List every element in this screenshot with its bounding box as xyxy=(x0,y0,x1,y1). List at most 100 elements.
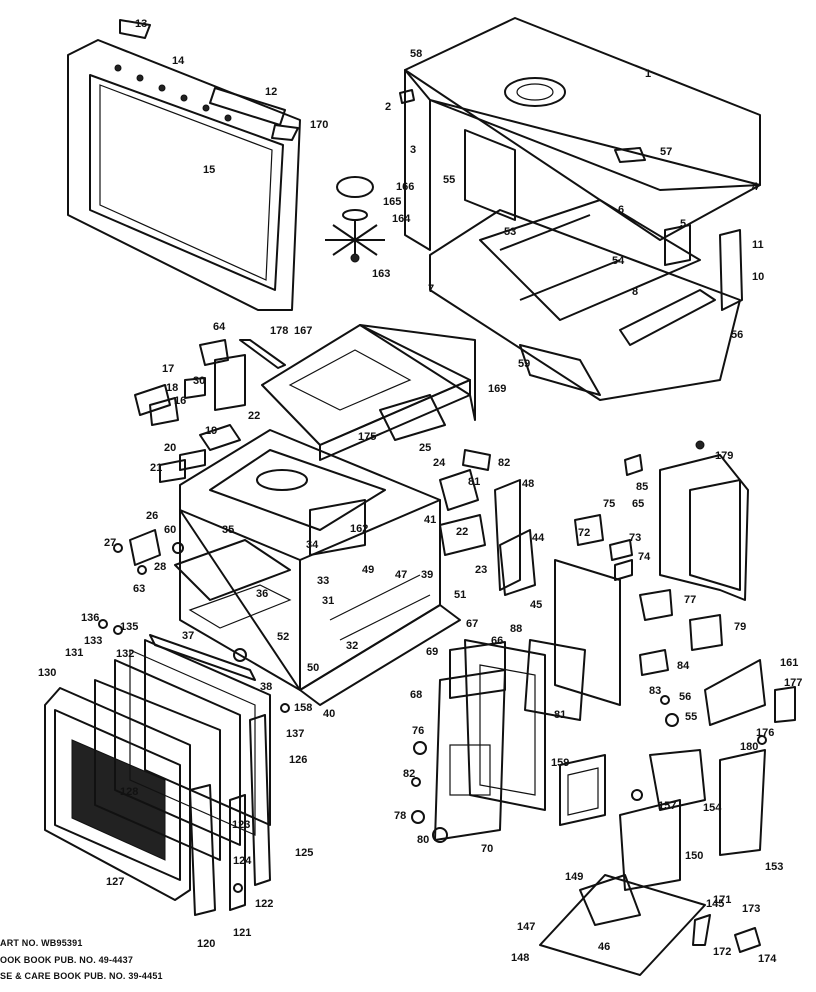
callout-20: 20 xyxy=(164,442,176,454)
callout-82: 82 xyxy=(403,768,415,780)
callout-124: 124 xyxy=(233,855,252,867)
callout-30: 30 xyxy=(193,375,205,387)
callout-165: 165 xyxy=(383,196,401,208)
callout-176: 176 xyxy=(756,727,774,739)
callout-157: 157 xyxy=(658,800,676,812)
callout-67: 67 xyxy=(466,618,478,630)
callout-55: 55 xyxy=(685,711,697,723)
callout-121: 121 xyxy=(233,927,251,939)
callout-126: 126 xyxy=(289,754,307,766)
callout-51: 51 xyxy=(454,589,466,601)
front-frame xyxy=(67,19,301,311)
callout-131: 131 xyxy=(65,647,83,659)
callout-161: 161 xyxy=(780,657,798,669)
callout-33: 33 xyxy=(317,575,329,587)
oven-cavity xyxy=(174,429,461,706)
callout-80: 80 xyxy=(417,834,429,846)
callout-65: 65 xyxy=(632,498,644,510)
callout-173: 173 xyxy=(742,903,760,915)
callout-50: 50 xyxy=(307,662,319,674)
callout-76: 76 xyxy=(412,725,424,737)
callout-labels: 1314121701558123555741661651641636535115… xyxy=(38,18,802,965)
callout-60: 60 xyxy=(164,524,176,536)
callout-158: 158 xyxy=(294,702,312,714)
callout-19: 19 xyxy=(205,425,217,437)
callout-127: 127 xyxy=(106,876,124,888)
callout-125: 125 xyxy=(295,847,313,859)
fan-assembly xyxy=(325,176,385,263)
callout-147: 147 xyxy=(517,921,535,933)
callout-46: 46 xyxy=(598,941,610,953)
callout-49: 49 xyxy=(362,564,374,576)
callout-34: 34 xyxy=(306,539,319,551)
outer-case xyxy=(399,17,761,401)
callout-164: 164 xyxy=(392,213,411,225)
callout-4: 4 xyxy=(752,181,759,193)
door-assembly xyxy=(44,619,290,916)
callout-180: 180 xyxy=(740,741,758,753)
callout-40: 40 xyxy=(323,708,335,720)
callout-59: 59 xyxy=(518,358,530,370)
callout-159: 159 xyxy=(551,757,569,769)
callout-38: 38 xyxy=(260,681,272,693)
callout-145: 145 xyxy=(706,898,724,910)
callout-28: 28 xyxy=(154,561,166,573)
callout-68: 68 xyxy=(410,689,422,701)
callout-136: 136 xyxy=(81,612,99,624)
callout-163: 163 xyxy=(372,268,390,280)
callout-133: 133 xyxy=(84,635,102,647)
callout-58: 58 xyxy=(410,48,422,60)
callout-17: 17 xyxy=(162,363,174,375)
callout-88: 88 xyxy=(510,623,522,635)
callout-56: 56 xyxy=(679,691,691,703)
callout-22: 22 xyxy=(248,410,260,422)
callout-55: 55 xyxy=(443,174,455,186)
callout-1: 1 xyxy=(645,68,651,80)
callout-53: 53 xyxy=(504,226,516,238)
electronics-right xyxy=(439,440,796,727)
callout-82: 82 xyxy=(498,457,510,469)
callout-24: 24 xyxy=(433,457,446,469)
callout-25: 25 xyxy=(419,442,431,454)
callout-41: 41 xyxy=(424,514,436,526)
callout-137: 137 xyxy=(286,728,304,740)
callout-69: 69 xyxy=(426,646,438,658)
callout-171: 171 xyxy=(713,894,731,906)
callout-120: 120 xyxy=(197,938,215,950)
callout-31: 31 xyxy=(322,595,334,607)
callout-12: 12 xyxy=(265,86,277,98)
callout-85: 85 xyxy=(636,481,648,493)
callout-179: 179 xyxy=(715,450,733,462)
control-panel xyxy=(411,639,546,843)
footer-use-care-pub: SE & CARE BOOK PUB. NO. 39-4451 xyxy=(0,971,163,981)
callout-78: 78 xyxy=(394,810,406,822)
callout-36: 36 xyxy=(256,588,268,600)
callout-81: 81 xyxy=(554,709,566,721)
callout-150: 150 xyxy=(685,850,703,862)
callout-170: 170 xyxy=(310,119,328,131)
callout-16: 16 xyxy=(174,395,186,407)
callout-72: 72 xyxy=(578,527,590,539)
callout-14: 14 xyxy=(172,55,185,67)
callout-167: 167 xyxy=(294,325,312,337)
callout-123: 123 xyxy=(232,819,250,831)
callout-132: 132 xyxy=(116,648,134,660)
callout-166: 166 xyxy=(396,181,414,193)
callout-73: 73 xyxy=(629,532,641,544)
callout-21: 21 xyxy=(150,462,162,474)
callout-64: 64 xyxy=(213,321,226,333)
callout-6: 6 xyxy=(618,204,624,216)
callout-32: 32 xyxy=(346,640,358,652)
callout-44: 44 xyxy=(532,532,545,544)
callout-130: 130 xyxy=(38,667,56,679)
callout-13: 13 xyxy=(135,18,147,30)
callout-47: 47 xyxy=(395,569,407,581)
callout-22: 22 xyxy=(456,526,468,538)
callout-122: 122 xyxy=(255,898,273,910)
callout-23: 23 xyxy=(475,564,487,576)
callout-18: 18 xyxy=(166,382,178,394)
cavity-top-cover xyxy=(261,324,476,461)
callout-15: 15 xyxy=(203,164,215,176)
callout-83: 83 xyxy=(649,685,661,697)
